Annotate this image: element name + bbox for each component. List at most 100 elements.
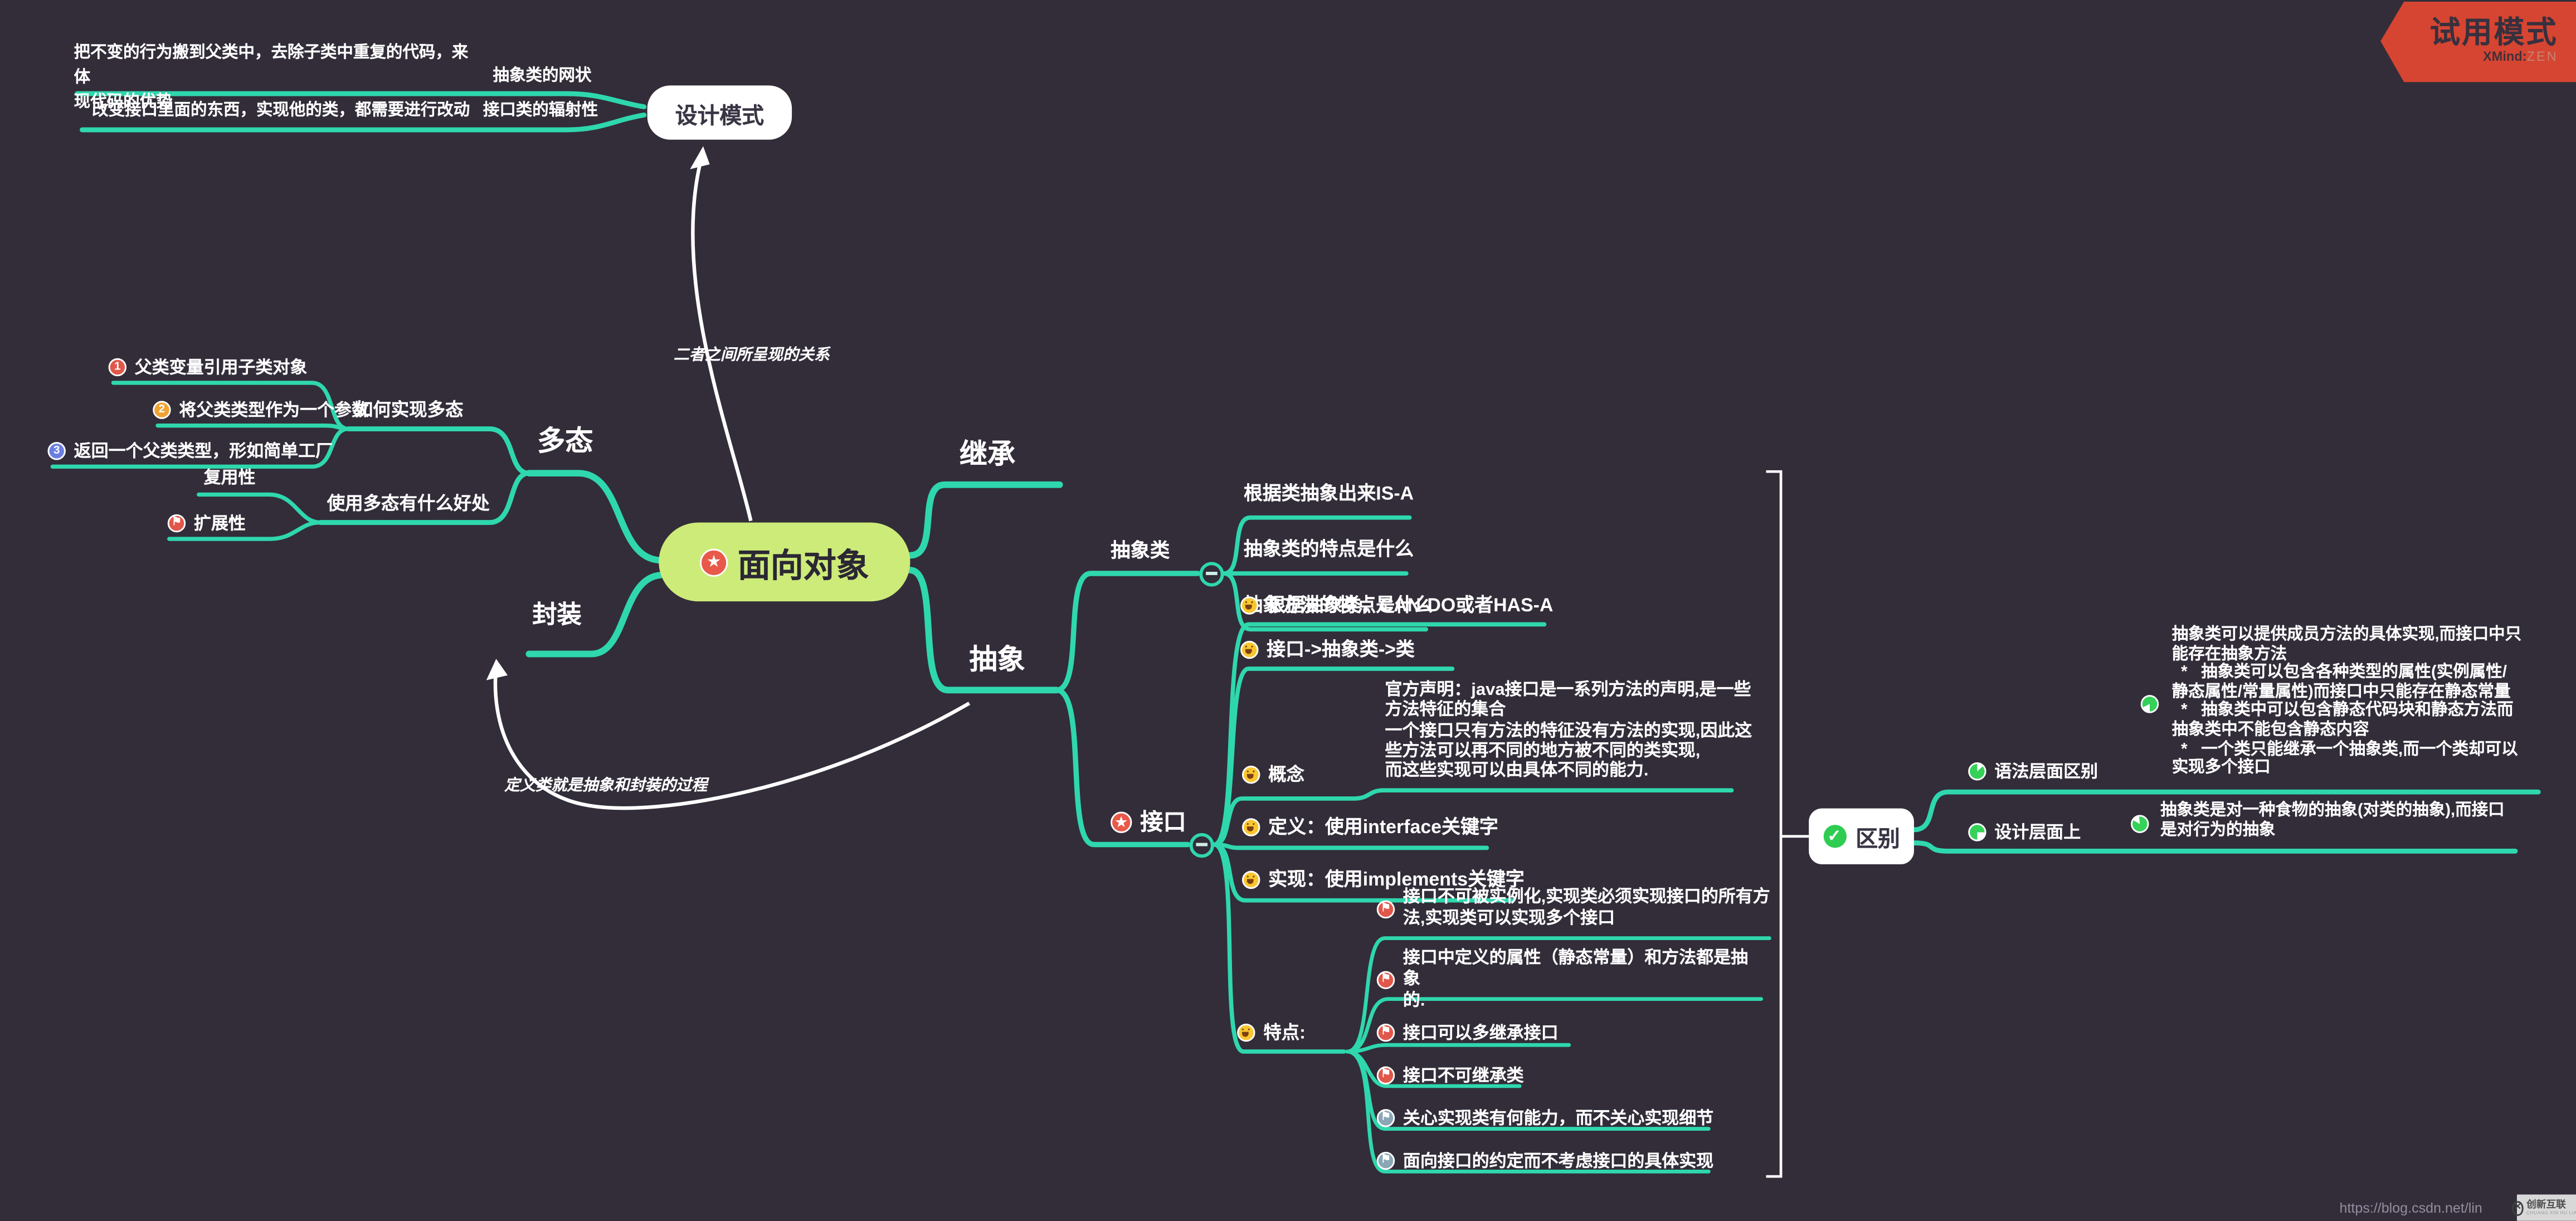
task-progress-marker-icon[interactable]: [1968, 823, 1986, 841]
topic-feature-4[interactable]: ⚑ 接口不可继承类: [1376, 1063, 1524, 1088]
smiley-marker-icon[interactable]: [1241, 765, 1260, 783]
topic-design-pattern[interactable]: 设计模式: [647, 85, 792, 140]
topic-if-concept-note[interactable]: 官方声明：java接口是一系列方法的声明,是一些 方法特征的集合 一个接口只有方…: [1385, 680, 1752, 781]
topic-feature-3[interactable]: ⚑ 接口可以多继承接口: [1376, 1020, 1559, 1045]
topic-feature-5-label: 关心实现类有何能力，而不关心实现细节: [1403, 1109, 1714, 1129]
branch-ac-3: [1221, 571, 1429, 632]
topic-difference[interactable]: ✓ 区别: [1809, 808, 1914, 864]
topic-how-item-3[interactable]: 3 返回一个父类类型，形如简单工厂: [47, 439, 333, 463]
topic-feature-6-label: 面向接口的约定而不考虑接口的具体实现: [1403, 1151, 1714, 1172]
relation-line-root-designpattern[interactable]: [691, 157, 753, 522]
topic-ac-item-2[interactable]: 抽象类的特点是什么: [1243, 541, 1414, 561]
topic-how-item-2-label: 将父类类型作为一个参数: [179, 401, 369, 421]
task-progress-marker-icon[interactable]: [2140, 695, 2159, 713]
branch-how-2: [155, 423, 350, 431]
branch-diff-design: [1911, 840, 2518, 854]
check-marker-icon[interactable]: ✓: [1823, 825, 1846, 848]
topic-if-definition[interactable]: 定义：使用interface关键字: [1241, 813, 1498, 839]
topic-if-cando[interactable]: 根据抽象类，CAN-DO或者HAS-A: [1240, 591, 1553, 617]
branch-dp-child2: [79, 112, 647, 133]
topic-abstract-net[interactable]: 抽象类的网状: [493, 67, 592, 86]
smiley-marker-icon[interactable]: [1237, 1023, 1255, 1041]
topic-how-item-1[interactable]: 1 父类变量引用子类对象: [108, 355, 307, 380]
topic-diff-design[interactable]: 设计层面上: [1968, 820, 2081, 844]
gray-flag-marker-icon[interactable]: ⚑: [1376, 1109, 1395, 1127]
branch-interface: [1054, 687, 1191, 848]
topic-diff-design-note[interactable]: 抽象类是对一种食物的抽象(对类的抽象),而接口 是对行为的抽象: [2160, 801, 2505, 839]
branch-encapsulation: [525, 572, 664, 658]
relation-label-top[interactable]: 二者之间所呈现的关系: [673, 347, 830, 365]
gray-flag-marker-icon[interactable]: ⚑: [1376, 1151, 1395, 1170]
branch-poly-how: [345, 426, 532, 476]
branch-if-concept: [1212, 788, 1734, 847]
relation-line-abstraction-encapsulation[interactable]: [493, 665, 971, 810]
topic-diff-design-label: 设计层面上: [1994, 823, 2081, 843]
star-marker-icon[interactable]: ★: [1111, 811, 1132, 833]
smiley-marker-icon[interactable]: [1240, 595, 1259, 614]
branch-if-definition: [1212, 842, 1489, 850]
topic-abstract-net-note[interactable]: 把不变的行为搬到父类中，去除子类中重复的代码，来体 现代码的优势: [74, 44, 469, 112]
smiley-marker-icon[interactable]: [1241, 817, 1260, 836]
topic-interface-radiation-note[interactable]: 改变接口里面的东西，实现他的类，都需要进行改动: [92, 101, 470, 120]
topic-if-chain-label: 接口->抽象类->类: [1267, 640, 1415, 661]
topic-root[interactable]: ★ 面向对象: [659, 522, 910, 602]
number-2-marker-icon[interactable]: 2: [153, 401, 171, 419]
topic-interface-radiation[interactable]: 接口类的辐射性: [483, 101, 598, 120]
branch-feat-2: [1345, 997, 1764, 1054]
xmind-zen-logo: XMind:ZEN: [2483, 49, 2558, 64]
topic-poly-benefit[interactable]: 使用多态有什么好处: [327, 494, 490, 514]
topic-if-concept[interactable]: 概念: [1241, 761, 1305, 787]
topic-design-pattern-label: 设计模式: [675, 103, 764, 128]
topic-feature-4-label: 接口不可继承类: [1403, 1066, 1524, 1086]
red-flag-marker-icon[interactable]: ⚑: [1376, 1066, 1395, 1084]
collapse-toggle-abstract-class[interactable]: [1198, 561, 1224, 586]
topic-diff-syntax-note[interactable]: 抽象类可以提供成员方法的具体实现,而接口中只 能存在抽象方法 * 抽象类可以包含…: [2171, 626, 2522, 778]
topic-if-features[interactable]: 特点:: [1237, 1019, 1306, 1045]
star-marker-icon[interactable]: ★: [700, 548, 728, 576]
topic-benefit-extend[interactable]: ⚑ 扩展性: [167, 511, 246, 536]
red-flag-marker-icon[interactable]: ⚑: [167, 514, 186, 533]
blog-url-watermark: https://blog.csdn.net/lin: [2339, 1199, 2482, 1216]
csdn-badge-subtitle: CHUANG XIN HU LIAN: [2526, 1208, 2576, 1215]
topic-diff-syntax-label: 语法层面区别: [1994, 762, 2098, 782]
topic-benefit-reuse[interactable]: 复用性: [203, 468, 256, 488]
red-flag-marker-icon[interactable]: ⚑: [1376, 1023, 1395, 1042]
topic-abstraction[interactable]: 抽象: [969, 644, 1025, 675]
topic-inherit[interactable]: 继承: [959, 439, 1016, 470]
number-3-marker-icon[interactable]: 3: [47, 442, 66, 460]
topic-how-item-2[interactable]: 2 将父类类型作为一个参数: [153, 398, 369, 422]
collapse-toggle-interface[interactable]: [1189, 832, 1214, 857]
trial-mode-title: 试用模式: [2429, 15, 2558, 50]
branch-feat-1: [1345, 936, 1771, 1054]
red-flag-marker-icon[interactable]: ⚑: [1376, 971, 1395, 989]
topic-ac-item-1[interactable]: 根据类抽象出来IS-A: [1243, 484, 1414, 505]
branch-abstraction: [907, 567, 1060, 694]
topic-abstract-class[interactable]: 抽象类: [1111, 539, 1170, 562]
topic-polymorphism[interactable]: 多态: [537, 425, 593, 457]
branch-ac-1: [1221, 515, 1412, 576]
topic-interface[interactable]: ★ 接口: [1111, 805, 1186, 838]
branch-inherit: [907, 481, 1063, 559]
task-progress-marker-icon[interactable]: [2131, 815, 2149, 833]
topic-if-chain[interactable]: 接口->抽象类->类: [1240, 636, 1415, 662]
branch-abstract-class: [1054, 571, 1201, 693]
branch-benefit-extend: [167, 520, 323, 541]
smiley-marker-icon[interactable]: [1241, 870, 1260, 888]
topic-feature-6[interactable]: ⚑ 面向接口的约定而不考虑接口的具体实现: [1376, 1149, 1714, 1173]
topic-benefit-extend-label: 扩展性: [193, 514, 246, 534]
topic-feature-3-label: 接口可以多继承接口: [1403, 1023, 1559, 1044]
topic-ac-item-3[interactable]: 抽象方法的特点是什么: [1243, 596, 1433, 616]
task-progress-marker-icon[interactable]: [1968, 762, 1986, 781]
red-flag-marker-icon[interactable]: ⚑: [1376, 899, 1395, 918]
smiley-marker-icon[interactable]: [1240, 640, 1259, 658]
topic-if-concept-label: 概念: [1268, 765, 1305, 786]
number-1-marker-icon[interactable]: 1: [108, 358, 127, 377]
topic-poly-how[interactable]: 如何实现多态: [354, 401, 464, 421]
topic-encapsulation[interactable]: 封装: [532, 601, 582, 630]
topic-diff-syntax[interactable]: 语法层面区别: [1968, 759, 2098, 784]
topic-feature-1[interactable]: ⚑ 接口不可被实例化,实现类必须实现接口的所有方 法,实现类可以实现多个接口: [1376, 887, 1773, 930]
topic-feature-5[interactable]: ⚑ 关心实现类有何能力，而不关心实现细节: [1376, 1106, 1714, 1130]
topic-feature-2[interactable]: ⚑ 接口中定义的属性（静态常量）和方法都是抽象 的.: [1376, 948, 1765, 1012]
topic-if-implementation[interactable]: 实现：使用implements关键字: [1241, 866, 1525, 892]
relation-label-encapsulation[interactable]: 定义类就是抽象和封装的过程: [504, 777, 708, 796]
